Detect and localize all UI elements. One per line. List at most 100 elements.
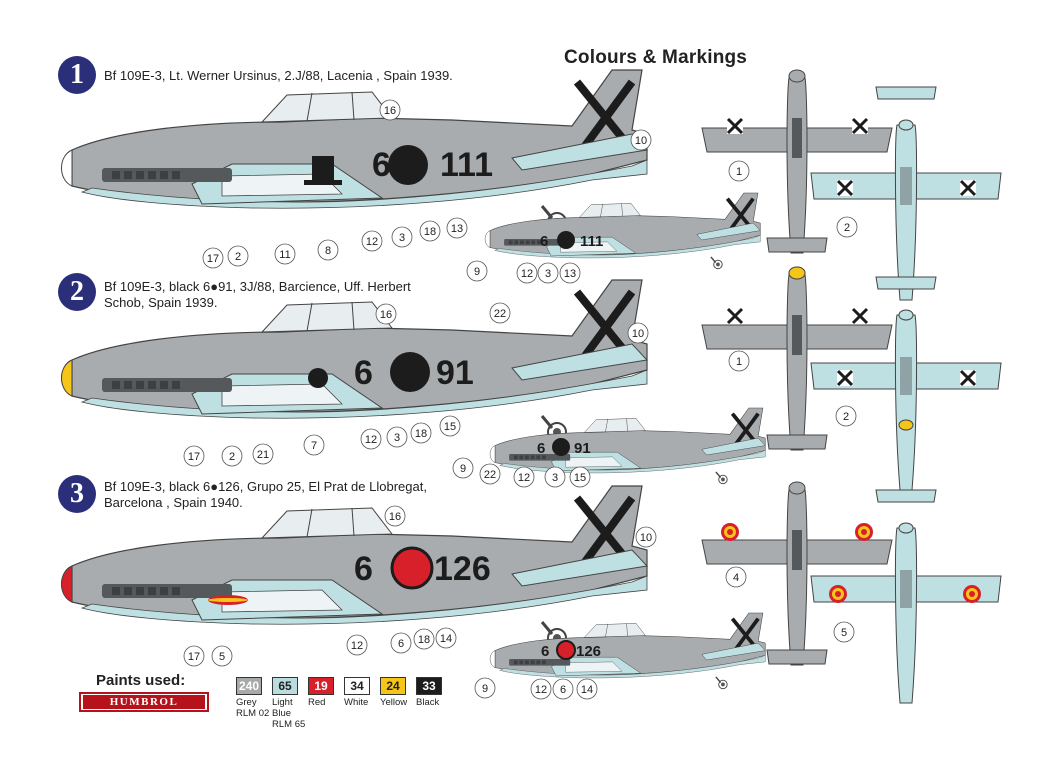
- scheme-1-side-view-small: 6 111: [483, 191, 763, 271]
- paint-name-24: Yellow: [380, 697, 407, 708]
- callout-s2-7: 7: [303, 434, 325, 456]
- callout-s2-16: 16: [375, 303, 397, 325]
- scheme-2-side-view: 6 91: [62, 280, 648, 441]
- callout-number: 12: [535, 684, 547, 696]
- paint-name-line: Light: [272, 697, 293, 708]
- callout-s1-8: 8: [317, 239, 339, 261]
- s1-small-code-right: 111: [580, 233, 603, 250]
- paint-name-line: Yellow: [380, 697, 408, 708]
- s1-code-left: 6: [372, 146, 391, 184]
- callout-s1-2: 2: [836, 216, 858, 238]
- callout-number: 12: [521, 268, 533, 280]
- scheme-2-desc-line2: Schob, Spain 1939.: [104, 295, 218, 310]
- s2-small-code-right: 91: [574, 440, 591, 457]
- callout-s1-16: 16: [379, 99, 401, 121]
- scheme-3-desc-line1: Bf 109E-3, black 6●126, Grupo 25, El Pra…: [104, 479, 427, 494]
- scheme-1-side-view: 6 111: [62, 70, 648, 231]
- scheme-3-description: Bf 109E-3, black 6●126, Grupo 25, El Pra…: [104, 479, 427, 511]
- callout-s1-12: 12: [516, 262, 538, 284]
- s2-small-code-left: 6: [537, 440, 545, 457]
- callout-number: 11: [279, 249, 290, 261]
- scheme-2-side-view-small: 6 91: [488, 406, 768, 486]
- callout-number: 12: [365, 434, 377, 446]
- callout-s1-9: 9: [466, 260, 488, 282]
- paint-name-line: Blue: [272, 708, 292, 719]
- callout-s2-21: 21: [252, 443, 274, 465]
- callout-s2-22: 22: [479, 463, 501, 485]
- scheme-2-top-view: [701, 266, 893, 451]
- callout-s2-3: 3: [386, 426, 408, 448]
- callout-number: 4: [733, 572, 739, 584]
- callout-s1-18: 18: [419, 220, 441, 242]
- callout-number: 6: [560, 684, 566, 696]
- paint-swatch-19: 19: [308, 677, 334, 695]
- paint-swatch-24: 24: [380, 677, 406, 695]
- scheme-1-desc-line1: Bf 109E-3, Lt. Werner Ursinus, 2.J/88, L…: [104, 68, 453, 83]
- paint-name-line: RLM 02: [236, 708, 270, 719]
- callout-number: 5: [841, 627, 847, 639]
- callout-number: 8: [325, 245, 331, 257]
- paint-swatch-33: 33: [416, 677, 442, 695]
- paint-name-line: White: [344, 697, 369, 708]
- callout-number: 5: [219, 651, 225, 663]
- scheme-2-description: Bf 109E-3, black 6●91, 3J/88, Barcience,…: [104, 279, 411, 311]
- callout-s3-12: 12: [346, 634, 368, 656]
- callout-s3-9: 9: [474, 677, 496, 699]
- callout-s2-9: 9: [452, 457, 474, 479]
- callout-s3-4: 4: [725, 566, 747, 588]
- callout-number: 2: [843, 411, 849, 423]
- callout-number: 2: [229, 451, 235, 463]
- callout-s2-12: 12: [360, 428, 382, 450]
- callout-s2-17: 17: [183, 445, 205, 467]
- callout-number: 12: [366, 236, 378, 248]
- s1-code-right: 111: [440, 146, 493, 184]
- callout-number: 12: [518, 472, 530, 484]
- scheme-3-top-view: [701, 481, 893, 666]
- paint-name-line: RLM 65: [272, 719, 306, 730]
- callout-s3-16: 16: [384, 505, 406, 527]
- paint-name-33: Black: [416, 697, 439, 708]
- scheme-2-desc-line1: Bf 109E-3, black 6●91, 3J/88, Barcience,…: [104, 279, 411, 294]
- s2-code-left: 6: [354, 354, 373, 392]
- callout-s2-3: 3: [544, 466, 566, 488]
- scheme-2-badge: 2: [58, 273, 96, 311]
- scheme-2-bottom-view: [810, 276, 1002, 491]
- callout-s2-2: 2: [221, 445, 243, 467]
- callout-number: 16: [389, 511, 401, 523]
- callout-s1-3: 3: [537, 262, 559, 284]
- paint-swatch-65: 65: [272, 677, 298, 695]
- callout-s1-2: 2: [227, 245, 249, 267]
- callout-s1-3: 3: [391, 226, 413, 248]
- callout-number: 17: [207, 253, 219, 265]
- callout-number: 18: [418, 634, 430, 646]
- callout-s2-10: 10: [627, 322, 649, 344]
- callout-s2-22: 22: [489, 302, 511, 324]
- callout-number: 2: [235, 251, 241, 263]
- callout-number: 14: [440, 633, 452, 645]
- scheme-1-description: Bf 109E-3, Lt. Werner Ursinus, 2.J/88, L…: [104, 68, 453, 84]
- callout-number: 3: [545, 268, 551, 280]
- callout-number: 16: [384, 105, 396, 117]
- callout-s2-15: 15: [569, 466, 591, 488]
- humbrol-logo-text: HUMBROL: [83, 695, 205, 709]
- callout-s2-2: 2: [835, 405, 857, 427]
- scheme-3-desc-line2: Barcelona , Spain 1940.: [104, 495, 243, 510]
- paint-swatch-240: 240: [236, 677, 262, 695]
- paints-used-label: Paints used:: [96, 672, 186, 689]
- s3-small-code-left: 6: [541, 643, 549, 660]
- s1-small-code-left: 6: [540, 233, 548, 250]
- callout-s2-12: 12: [513, 466, 535, 488]
- callout-s3-10: 10: [635, 526, 657, 548]
- scheme-1-bottom-view: [810, 86, 1002, 301]
- callout-number: 13: [451, 223, 463, 235]
- paint-name-line: Grey: [236, 697, 257, 708]
- callout-number: 22: [494, 308, 506, 320]
- callout-number: 14: [581, 684, 593, 696]
- callout-s1-17: 17: [202, 247, 224, 269]
- callout-number: 1: [736, 356, 742, 368]
- callout-number: 2: [844, 222, 850, 234]
- callout-s2-1: 1: [728, 350, 750, 372]
- paint-name-line: Red: [308, 697, 326, 708]
